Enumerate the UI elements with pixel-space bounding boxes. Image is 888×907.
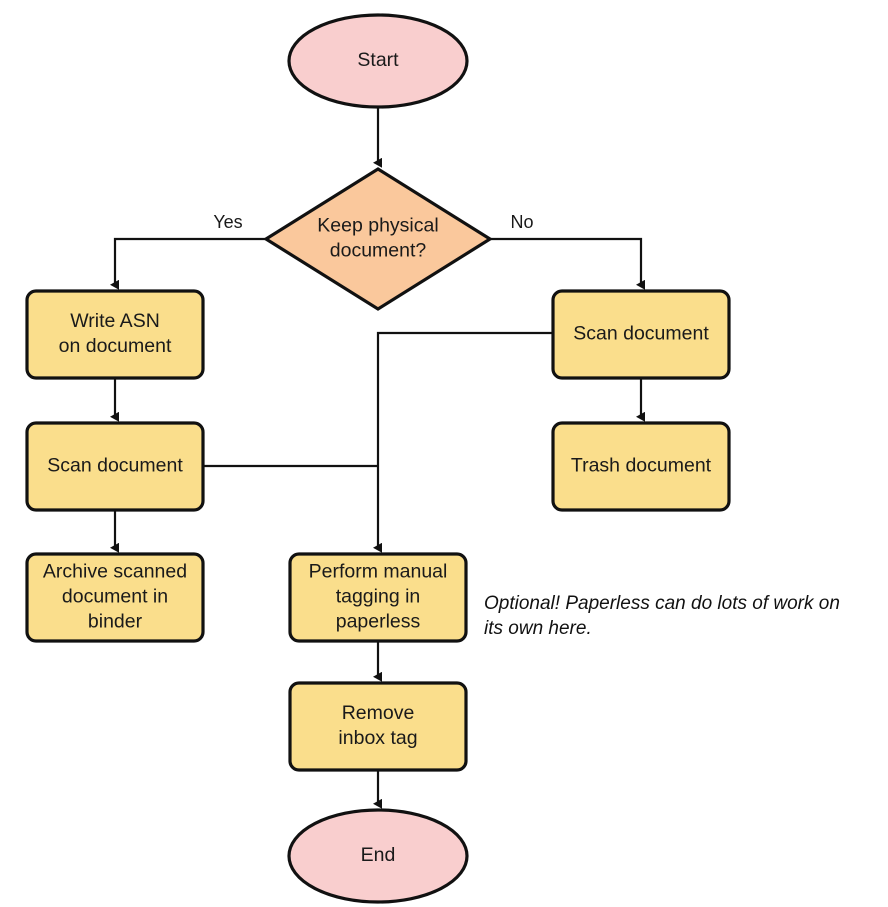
edge-scan-right-to-tagging: [373, 331, 553, 553]
node-scan-right: Scan document: [551, 289, 731, 380]
shape-rounded-rect: [25, 421, 205, 512]
edge-label-yes-label: Yes: [213, 212, 242, 232]
annotation-optional-note: Optional! Paperless can do lots of work …: [484, 593, 840, 639]
node-label: Scan document: [47, 455, 183, 477]
node-label: Scan document: [573, 323, 709, 345]
node-label: Start: [357, 49, 399, 71]
shape-rounded-rect: [288, 552, 468, 643]
edge-decision-no: [490, 237, 645, 290]
shape-diamond: [262, 167, 494, 311]
annotations-layer: Optional! Paperless can do lots of work …: [484, 593, 840, 639]
edges-layer: [110, 107, 645, 809]
node-start: Start: [287, 13, 469, 109]
edge-labels-layer: Yes No: [213, 212, 533, 232]
node-scan-left: Scan document: [25, 421, 205, 512]
edge-decision-yes: [110, 237, 266, 290]
shape-ellipse: [287, 808, 469, 904]
shape-rounded-rect: [551, 421, 731, 512]
node-trash: Trash document: [551, 421, 731, 512]
shape-rounded-rect: [25, 289, 205, 380]
node-label: End: [361, 844, 396, 866]
shape-ellipse: [287, 13, 469, 109]
shape-rounded-rect: [551, 289, 731, 380]
shape-rounded-rect: [25, 552, 205, 643]
edge-label-no-label: No: [510, 212, 533, 232]
node-end: End: [287, 808, 469, 904]
node-label: Trash document: [571, 455, 712, 477]
shape-rounded-rect: [288, 681, 468, 772]
